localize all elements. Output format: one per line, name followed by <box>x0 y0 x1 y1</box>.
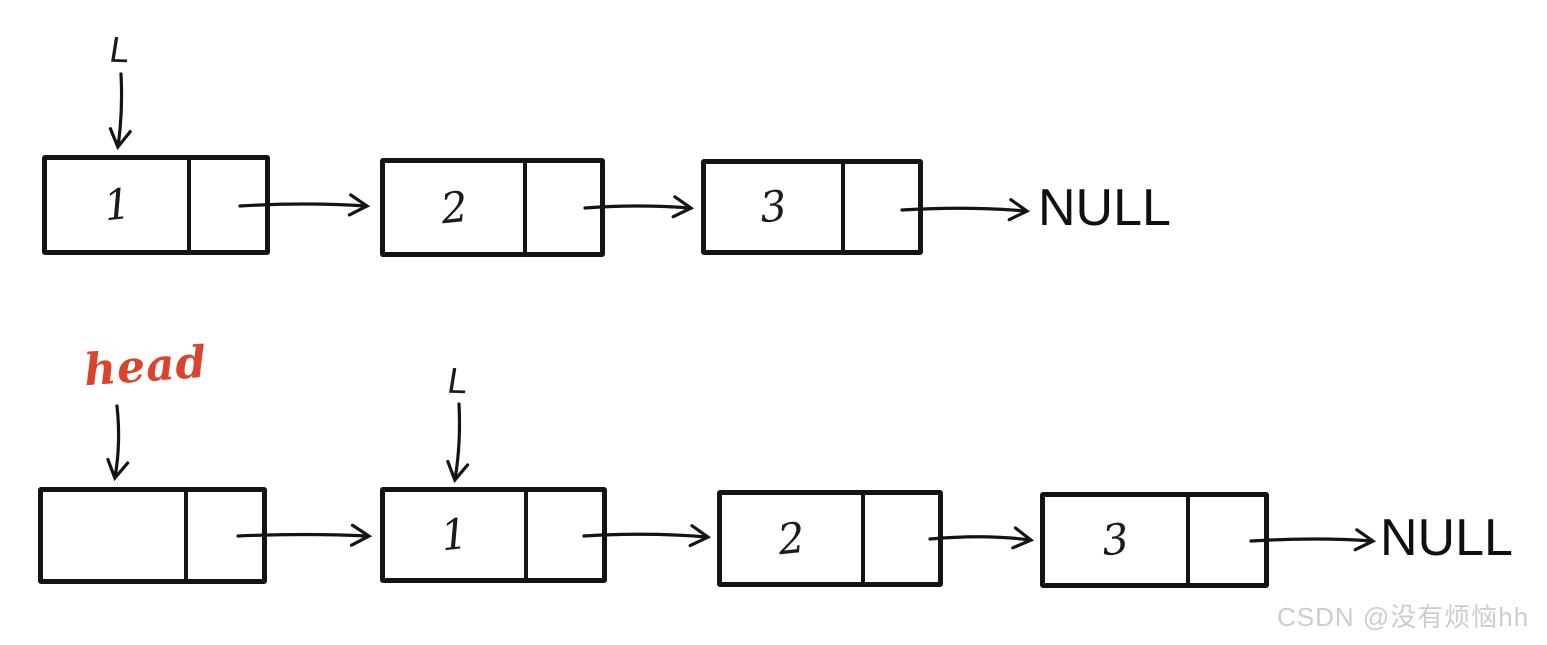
bottom-node-3-value: 3 <box>1099 513 1132 566</box>
bottom-node-2: 2 <box>717 490 943 587</box>
arrow-bottom-node2-to-node3-icon <box>928 526 1035 550</box>
bottom-node-1-pointer-cell <box>524 492 602 578</box>
top-node-2: 2 <box>380 158 605 257</box>
top-node-3: 3 <box>701 159 923 255</box>
arrow-bottom-L-down-icon <box>446 402 470 484</box>
bottom-node-3-pointer-cell <box>1186 497 1264 583</box>
bottom-list-head-label: head <box>82 336 209 397</box>
top-node-1-pointer-cell <box>187 160 265 250</box>
bottom-node-3-data-cell: 3 <box>1045 497 1186 583</box>
top-null-label: NULL <box>1038 179 1171 237</box>
arrow-head-down-icon <box>106 404 130 482</box>
top-node-3-pointer-cell <box>841 164 918 250</box>
bottom-head-node-data-cell <box>43 492 184 579</box>
bottom-null-label: NULL <box>1380 509 1513 567</box>
top-node-2-value: 2 <box>438 181 470 233</box>
bottom-node-1-data-cell: 1 <box>385 492 524 578</box>
arrow-bottom-node3-to-null-icon <box>1249 528 1377 552</box>
bottom-node-2-pointer-cell <box>861 495 938 582</box>
bottom-node-1-value: 1 <box>438 508 471 561</box>
top-node-3-value: 3 <box>757 180 790 233</box>
bottom-head-node <box>38 487 267 584</box>
bottom-list-pointer-label: L <box>444 359 472 402</box>
bottom-node-2-value: 2 <box>775 512 808 564</box>
top-node-1-value: 1 <box>101 178 133 231</box>
top-list-pointer-label: L <box>106 28 134 71</box>
bottom-head-node-pointer-cell <box>184 492 262 579</box>
top-node-2-pointer-cell <box>523 163 600 252</box>
top-node-1-data-cell: 1 <box>47 160 187 250</box>
watermark: CSDN @没有烦恼hh <box>1277 602 1530 632</box>
arrow-top-L-down-icon <box>108 72 132 151</box>
top-node-2-data-cell: 2 <box>385 163 523 252</box>
top-node-3-data-cell: 3 <box>706 164 841 250</box>
bottom-node-2-data-cell: 2 <box>722 495 861 582</box>
bottom-node-1: 1 <box>380 487 607 583</box>
top-node-1: 1 <box>42 155 270 255</box>
bottom-node-3: 3 <box>1040 492 1269 588</box>
